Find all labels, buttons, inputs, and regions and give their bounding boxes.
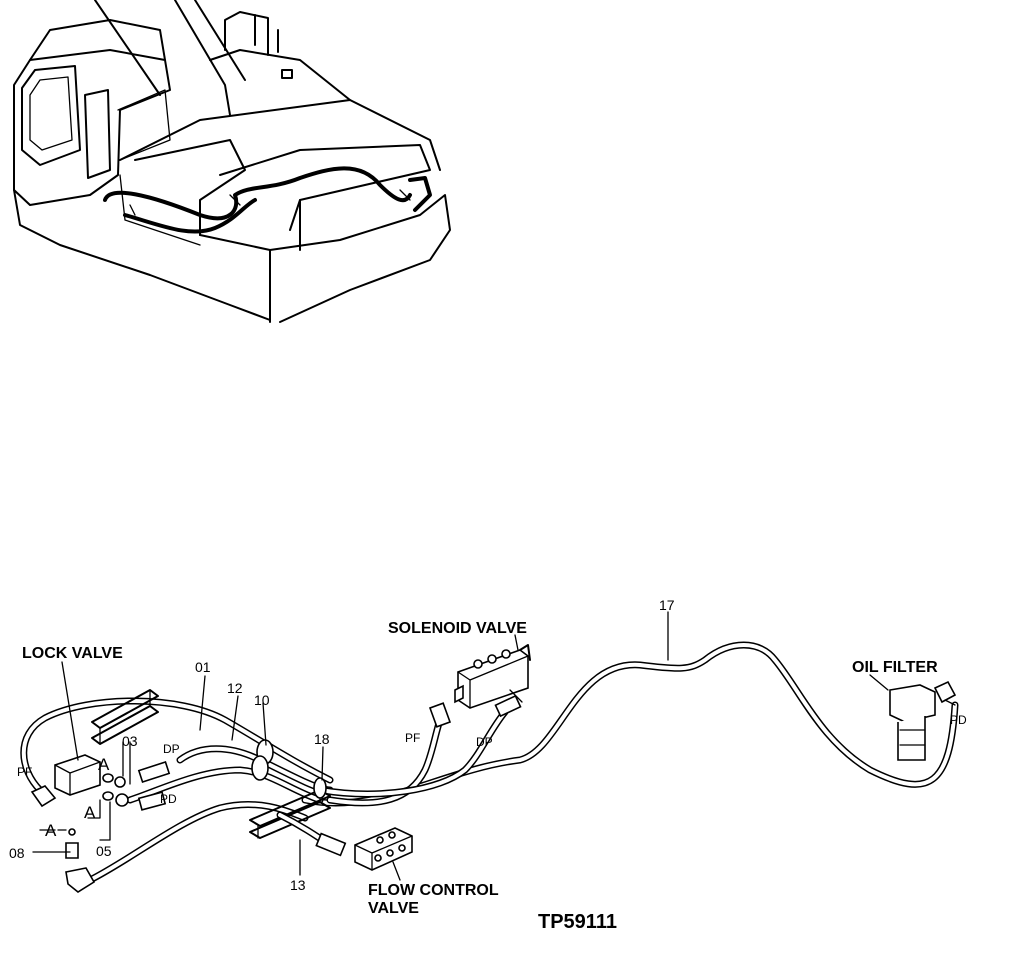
part-number-18: 18: [314, 731, 330, 747]
piping-schematic: [20, 611, 959, 893]
port-dp-solenoid: DP: [476, 735, 493, 749]
part-number-03: 03: [122, 733, 138, 749]
solenoid-valve-illustration: [428, 644, 531, 728]
part-number-10: 10: [254, 692, 270, 708]
part-number-13: 13: [290, 877, 306, 893]
excavator-overview-illustration: [13, 0, 451, 323]
oil-filter-illustration: [889, 680, 957, 761]
port-dp-lock-valve: DP: [163, 742, 180, 756]
flow-control-valve-label-line2: VALVE: [368, 900, 419, 917]
part-number-08: 08: [9, 845, 25, 861]
part-number-12: 12: [227, 680, 243, 696]
figure-id-label: TP59111: [538, 911, 617, 933]
part-number-01: 01: [195, 659, 211, 675]
section-mark-a-top: A: [98, 755, 110, 774]
section-mark-a-detail: A: [45, 821, 57, 840]
part-number-17: 17: [659, 597, 675, 613]
lock-valve-label: LOCK VALVE: [22, 645, 123, 662]
port-pf-solenoid: PF: [405, 731, 420, 745]
port-pd-lock-valve: PD: [160, 792, 177, 806]
solenoid-valve-label: SOLENOID VALVE: [388, 620, 527, 637]
flow-control-valve-label-line1: FLOW CONTROL: [368, 882, 499, 899]
port-pf-lock-valve: PF: [17, 765, 32, 779]
section-mark-a-bottom: A: [84, 803, 96, 822]
port-pd-oil-filter: PD: [950, 713, 967, 727]
flow-control-valve-illustration: [354, 827, 413, 871]
part-number-05: 05: [96, 843, 112, 859]
oil-filter-label: OIL FILTER: [852, 659, 938, 676]
